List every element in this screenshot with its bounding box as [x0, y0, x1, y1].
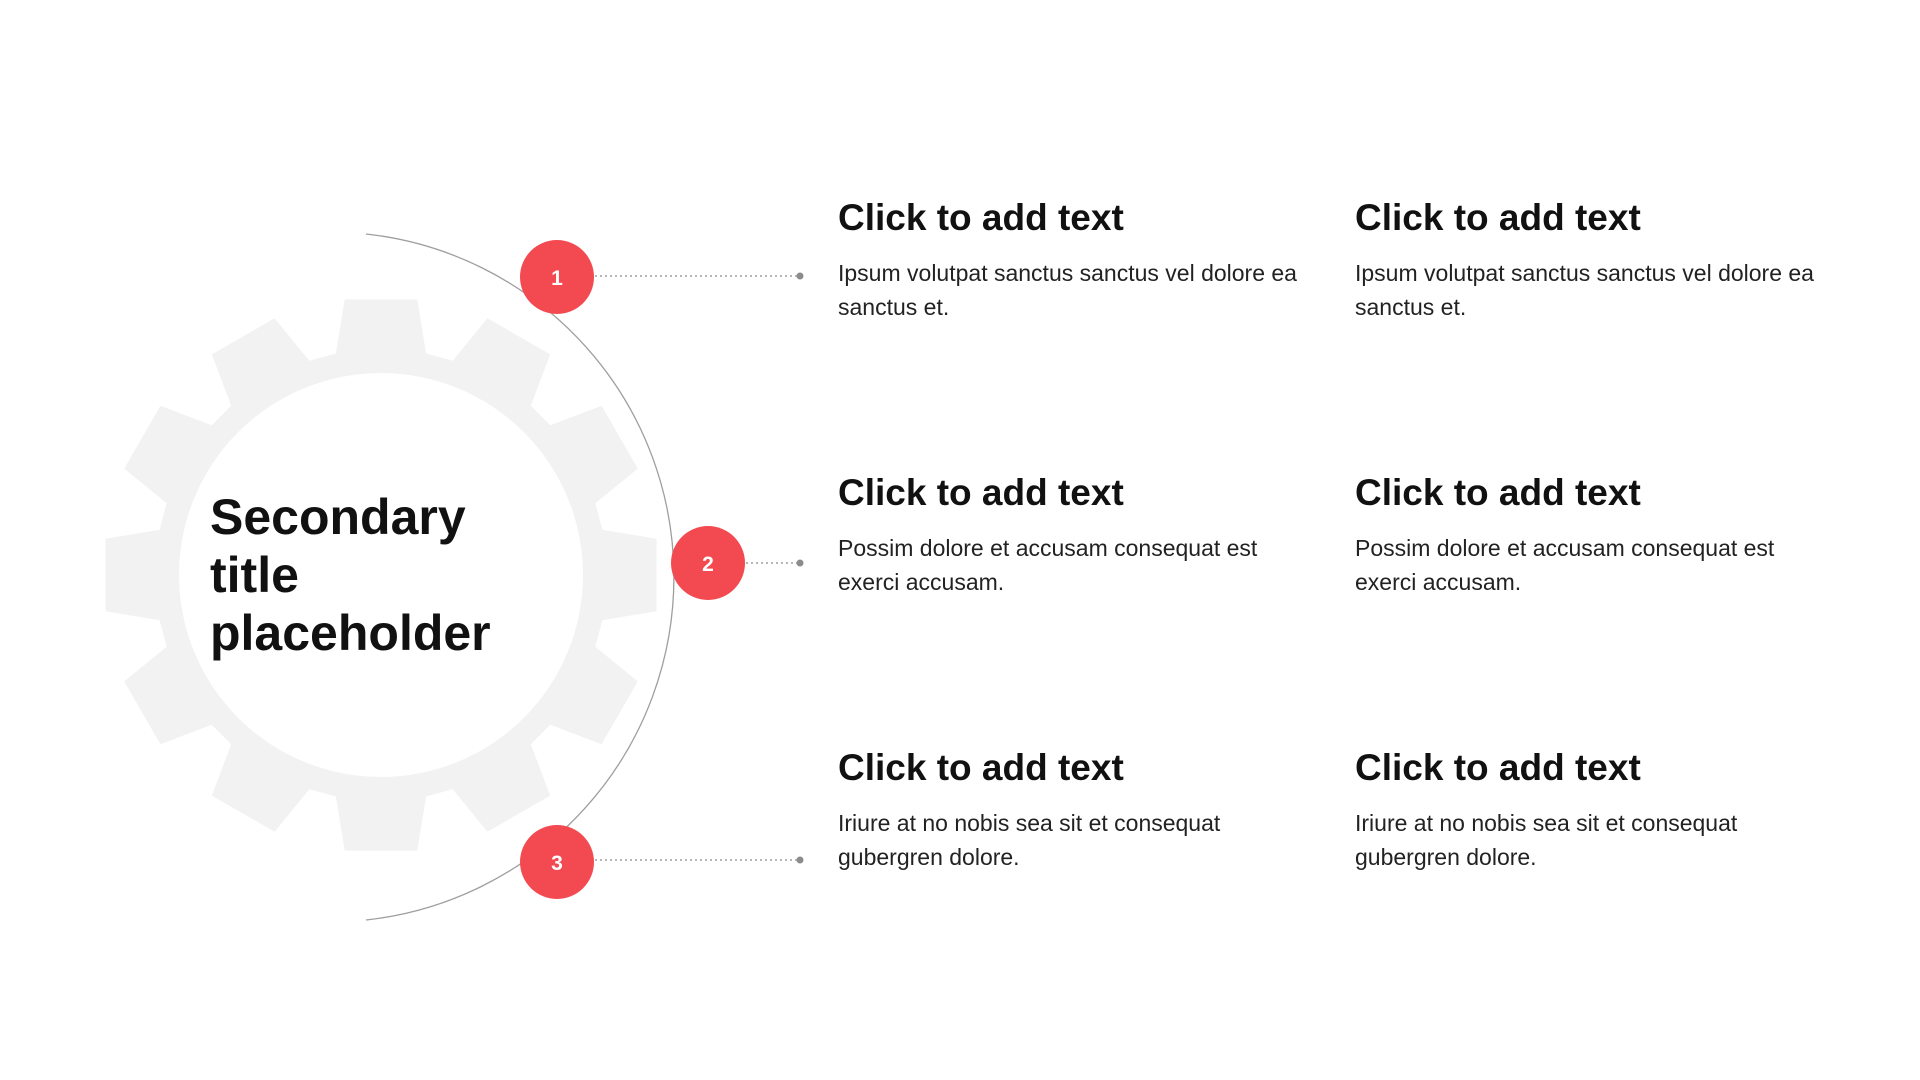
- step-number-3: 3: [551, 852, 563, 875]
- text-block-heading: Click to add text: [1355, 472, 1641, 513]
- text-block-row2-col2[interactable]: Click to add text Possim dolore et accus…: [1355, 471, 1825, 599]
- secondary-title[interactable]: Secondary title placeholder: [210, 489, 491, 661]
- text-block-heading: Click to add text: [838, 197, 1124, 238]
- text-block-row3-col2[interactable]: Click to add text Iriure at no nobis sea…: [1355, 746, 1825, 874]
- step-marker-2[interactable]: 2: [671, 526, 745, 600]
- connector-dot-1: [796, 272, 804, 280]
- text-block-row2-col1[interactable]: Click to add text Possim dolore et accus…: [838, 471, 1308, 599]
- text-block-heading: Click to add text: [1355, 197, 1641, 238]
- text-block-body: Iriure at no nobis sea sit et consequat …: [1355, 810, 1738, 870]
- text-block-body: Iriure at no nobis sea sit et consequat …: [838, 810, 1221, 870]
- text-block-heading: Click to add text: [838, 472, 1124, 513]
- text-block-row3-col1[interactable]: Click to add text Iriure at no nobis sea…: [838, 746, 1308, 874]
- step-number-2: 2: [702, 553, 714, 576]
- text-block-row1-col1[interactable]: Click to add text Ipsum volutpat sanctus…: [838, 196, 1308, 324]
- step-number-1: 1: [551, 267, 563, 290]
- text-block-body: Ipsum volutpat sanctus sanctus vel dolor…: [1355, 260, 1814, 320]
- step-marker-1[interactable]: 1: [520, 240, 594, 314]
- step-marker-3[interactable]: 3: [520, 825, 594, 899]
- text-block-body: Possim dolore et accusam consequat est e…: [1355, 535, 1775, 595]
- text-block-body: Possim dolore et accusam consequat est e…: [838, 535, 1258, 595]
- connector-dot-2: [796, 559, 804, 567]
- connector-dot-3: [796, 856, 804, 864]
- text-block-body: Ipsum volutpat sanctus sanctus vel dolor…: [838, 260, 1297, 320]
- text-block-heading: Click to add text: [838, 747, 1124, 788]
- text-block-heading: Click to add text: [1355, 747, 1641, 788]
- text-block-row1-col2[interactable]: Click to add text Ipsum volutpat sanctus…: [1355, 196, 1825, 324]
